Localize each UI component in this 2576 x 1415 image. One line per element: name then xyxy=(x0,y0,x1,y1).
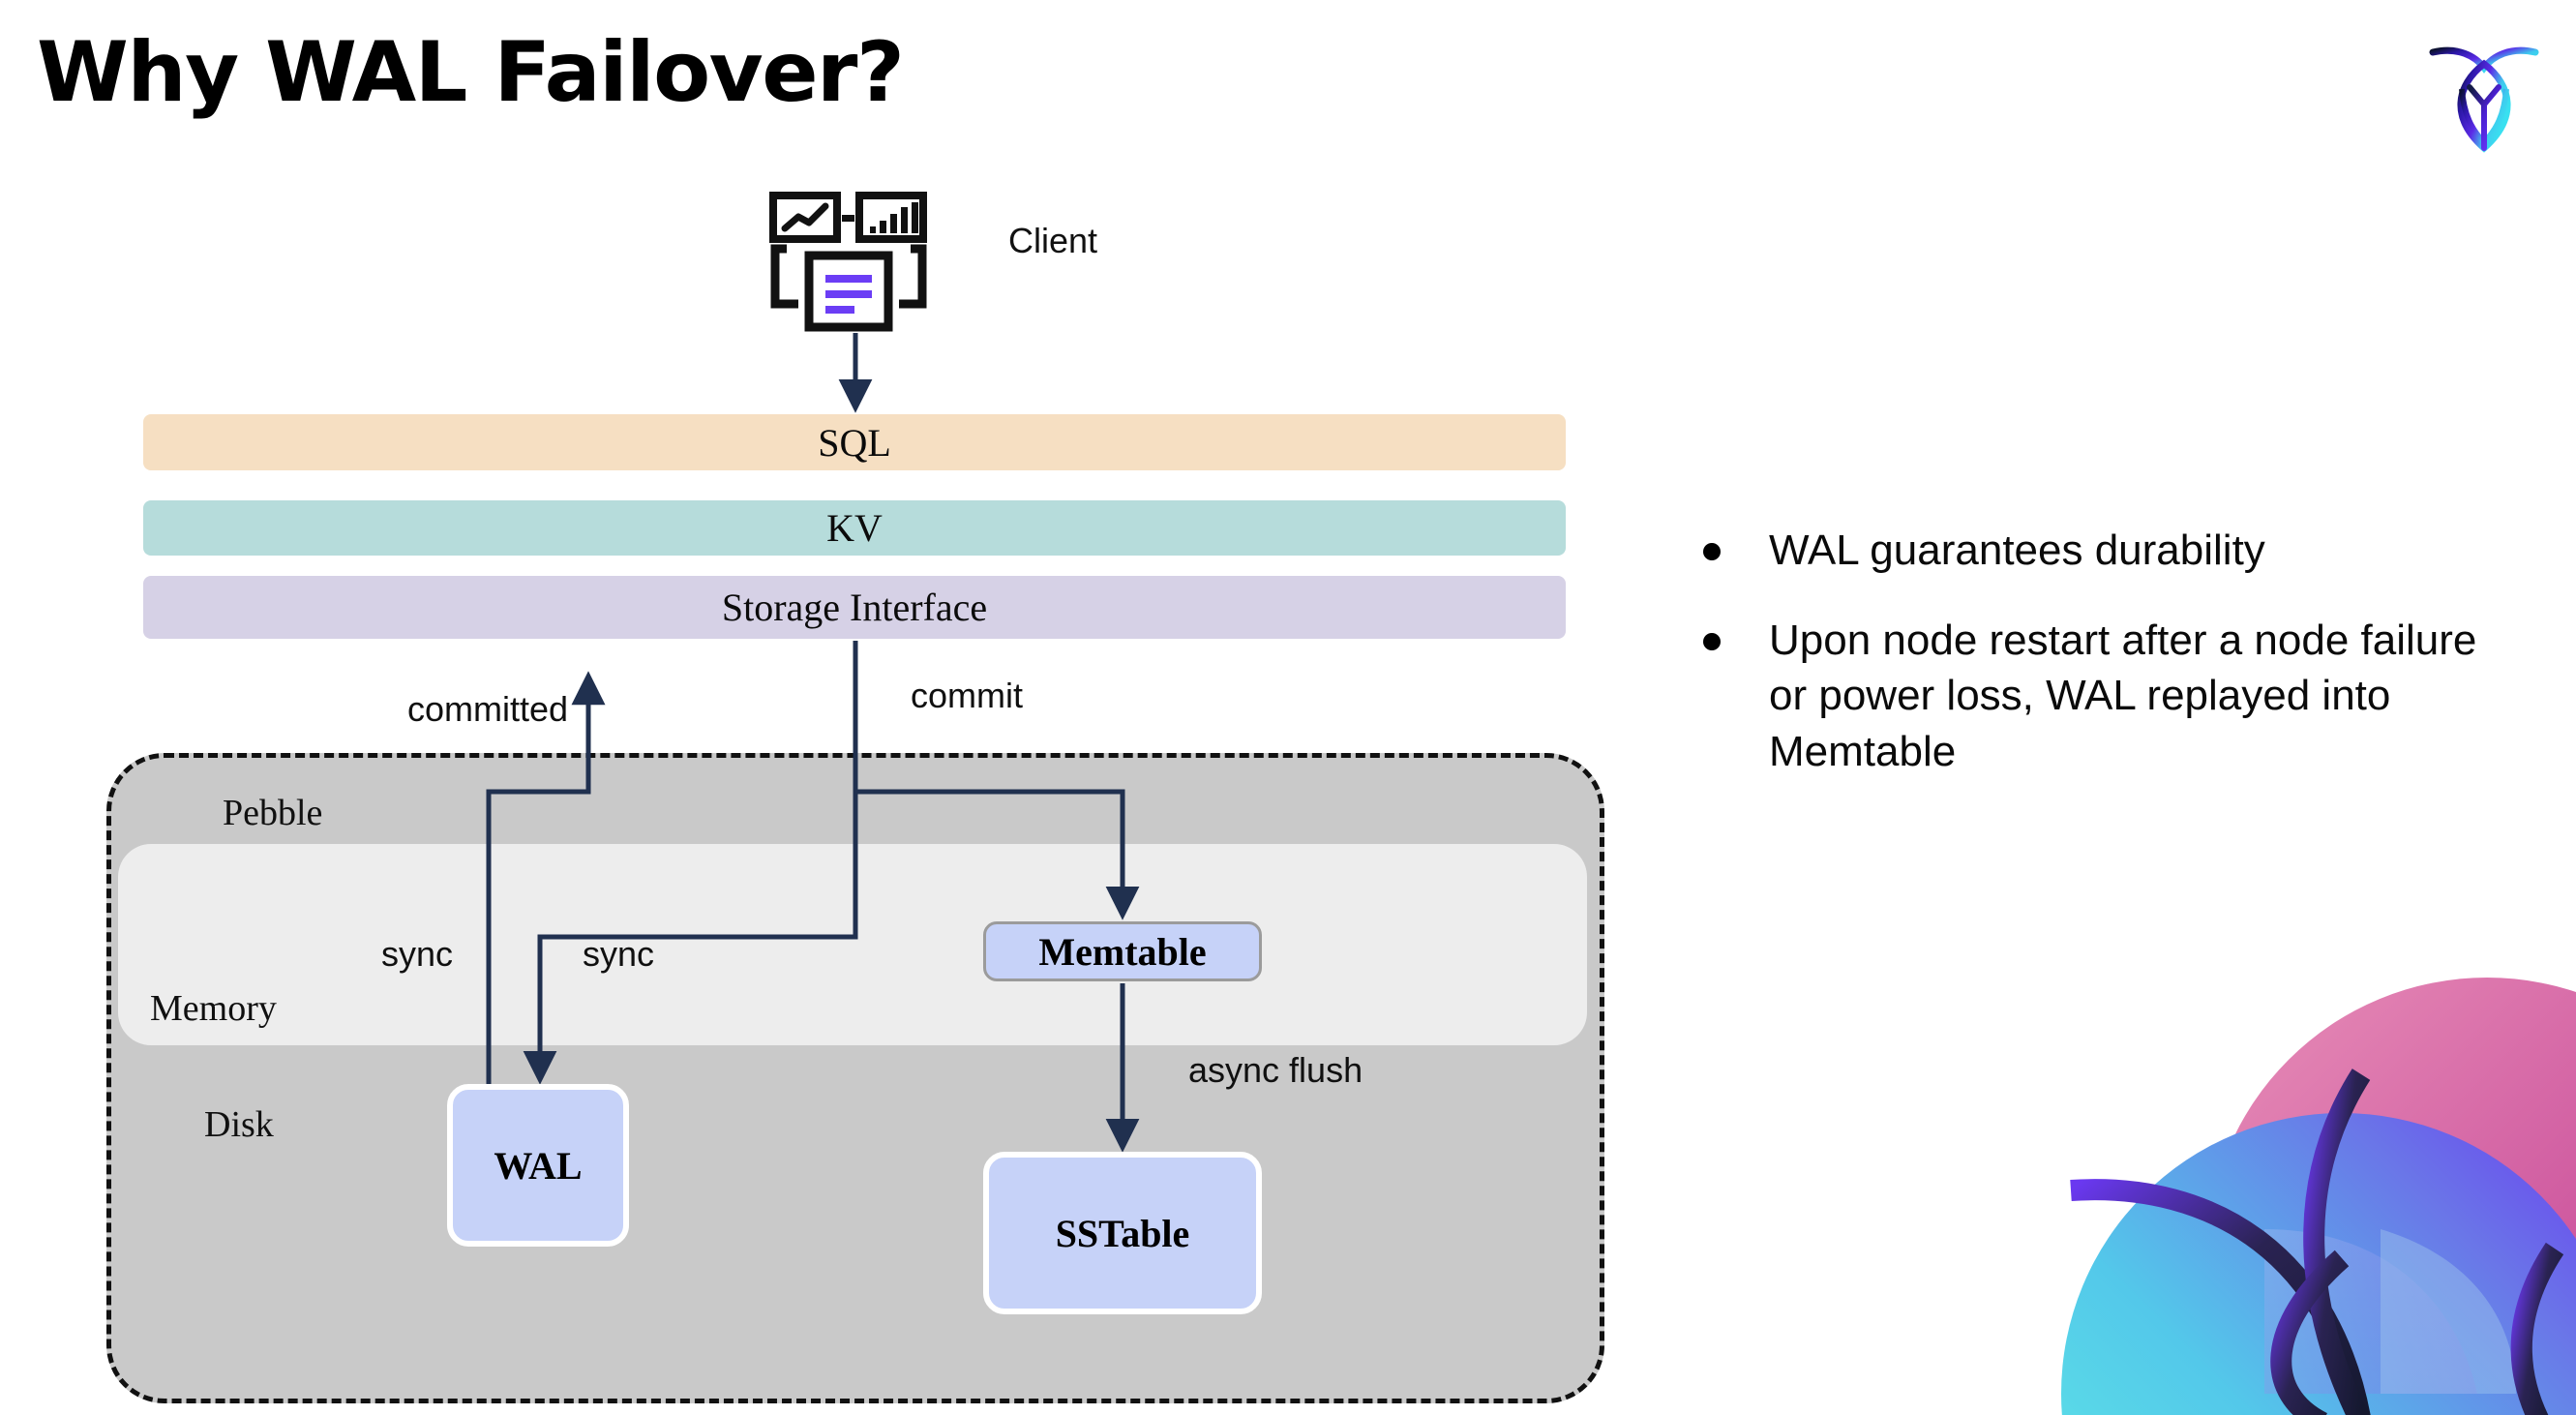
list-item: WAL guarantees durability xyxy=(1703,523,2535,578)
edge-label-commit: commit xyxy=(911,676,1023,715)
decorative-gradient-art xyxy=(1974,939,2576,1415)
cockroachdb-logo xyxy=(2411,21,2557,166)
bullet-text: WAL guarantees durability xyxy=(1769,527,2265,574)
layer-kv-label: KV xyxy=(826,506,883,550)
bullet-text: Upon node restart after a node failure o… xyxy=(1769,617,2477,775)
memory-region xyxy=(118,844,1587,1045)
bullet-dot-icon xyxy=(1703,543,1721,560)
page-title: Why WAL Failover? xyxy=(37,24,905,121)
node-memtable: Memtable xyxy=(983,921,1262,981)
node-sstable-label: SSTable xyxy=(1055,1211,1190,1255)
client-dashboard-icon xyxy=(769,192,944,335)
bullet-list: WAL guarantees durability Upon node rest… xyxy=(1703,523,2535,814)
node-wal: WAL xyxy=(447,1084,629,1247)
edge-label-sync-2: sync xyxy=(583,934,655,974)
pebble-label: Pebble xyxy=(223,793,323,833)
layer-sql-label: SQL xyxy=(818,420,891,465)
edge-label-sync-1: sync xyxy=(381,934,454,974)
layer-storage-interface: Storage Interface xyxy=(143,576,1566,639)
memory-label: Memory xyxy=(150,988,277,1029)
disk-label: Disk xyxy=(204,1104,274,1145)
bullet-dot-icon xyxy=(1703,633,1721,651)
node-wal-label: WAL xyxy=(494,1143,583,1188)
node-memtable-label: Memtable xyxy=(1038,929,1207,974)
edge-label-async-flush: async flush xyxy=(1188,1050,1363,1090)
node-sstable: SSTable xyxy=(983,1152,1262,1314)
layer-sql: SQL xyxy=(143,414,1566,470)
client-label: Client xyxy=(1008,221,1098,260)
layer-kv: KV xyxy=(143,500,1566,556)
list-item: Upon node restart after a node failure o… xyxy=(1703,613,2535,779)
edge-label-committed: committed xyxy=(407,689,569,729)
layer-storage-label: Storage Interface xyxy=(721,586,988,629)
